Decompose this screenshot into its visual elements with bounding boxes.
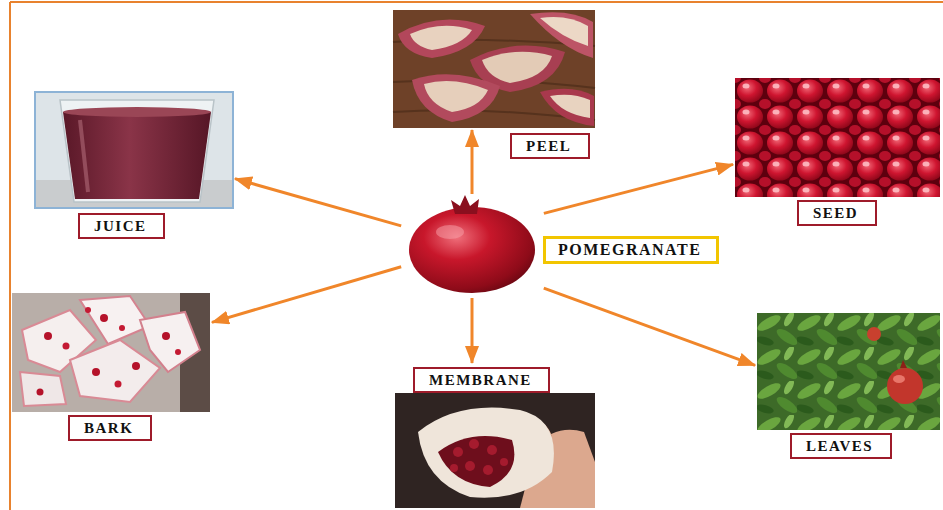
part-label: MEMBRANE <box>429 371 532 389</box>
arrow-connector <box>544 288 755 365</box>
part-label: BARK <box>84 419 133 437</box>
part-node: MEMBRANE <box>395 365 595 508</box>
part-node: SEED <box>735 78 940 197</box>
part-label: JUICE <box>94 217 147 235</box>
part-node: PEEL <box>393 10 595 128</box>
frame-line <box>10 1 943 3</box>
bark-photo <box>12 293 210 412</box>
main-label: POMEGRANATE <box>558 241 701 259</box>
pomegranate-fruit <box>409 195 535 293</box>
fruit-node: POMEGRANATE <box>405 198 540 294</box>
arrow-connector <box>471 298 474 363</box>
part-label-box: LEAVES <box>790 433 892 459</box>
arrow-connector <box>471 130 474 194</box>
arrow-connector <box>235 179 401 226</box>
part-label-box: JUICE <box>78 213 165 239</box>
leaves-photo <box>757 313 940 430</box>
part-node: JUICE <box>35 92 233 208</box>
part-node: LEAVES <box>757 313 940 430</box>
seed-photo <box>735 78 940 197</box>
membrane-photo <box>395 393 595 508</box>
part-label: SEED <box>813 204 858 222</box>
arrow-connector <box>212 267 401 323</box>
part-label-box: SEED <box>797 200 877 226</box>
part-label: LEAVES <box>806 437 873 455</box>
part-label-box: BARK <box>68 415 152 441</box>
part-label: PEEL <box>526 137 571 155</box>
arrow-connector <box>544 164 733 213</box>
part-node: BARK <box>12 293 210 412</box>
main-label-box: POMEGRANATE <box>543 236 719 264</box>
peel-photo <box>393 10 595 128</box>
part-label-box: PEEL <box>510 133 590 159</box>
part-label-box: MEMBRANE <box>413 367 550 393</box>
frame-line <box>9 2 11 510</box>
juice-photo <box>35 92 233 208</box>
